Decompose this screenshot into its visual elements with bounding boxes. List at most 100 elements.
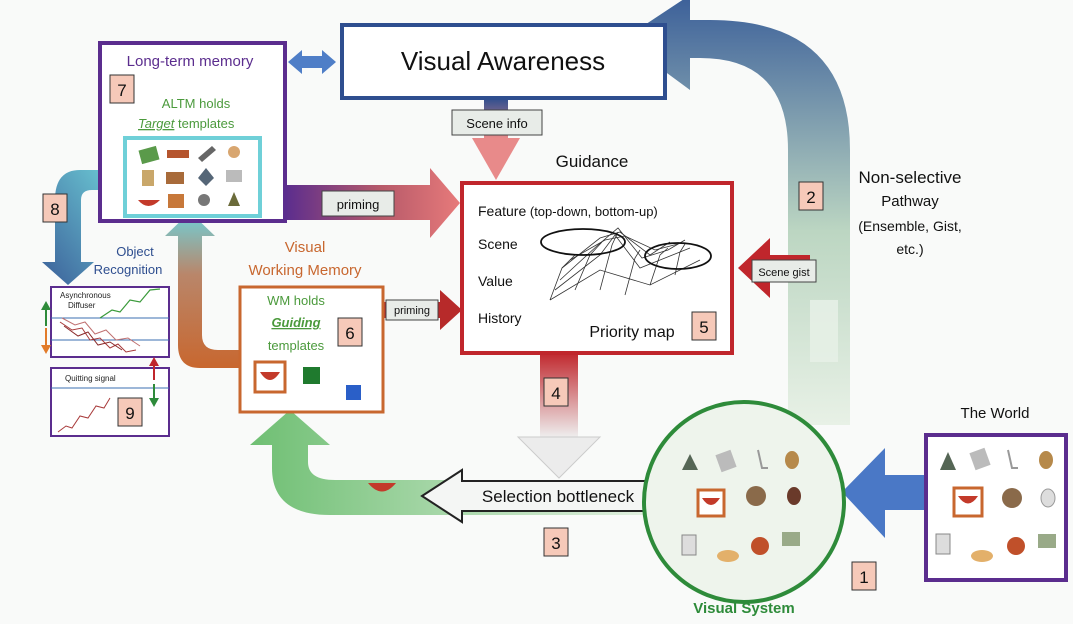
visual-system-objects [681, 449, 801, 562]
target-template-thumbnails [138, 145, 242, 208]
thumb-jar [142, 170, 154, 186]
scene-gist-label: Scene gist [758, 267, 809, 279]
altm-target-word: Target [138, 116, 176, 131]
object-recognition-line1: Object [116, 244, 154, 259]
visual-awareness-box [340, 23, 667, 100]
diffuser-trace-red-1 [59, 321, 137, 353]
vs-object-bird [682, 454, 698, 470]
thumb-ball [198, 194, 210, 206]
badge-6 [337, 317, 363, 347]
vs-object-plate [782, 532, 800, 546]
selected-watermelon [368, 483, 396, 492]
badge-7-label: 7 [117, 81, 126, 100]
non-selective-line3: (Ensemble, Gist, [858, 218, 961, 234]
world-object-figure [1039, 451, 1053, 469]
priming-tag-ltm-label: priming [337, 197, 380, 212]
visual-wm-line1: Visual [285, 239, 326, 256]
badge-8-label: 8 [50, 200, 59, 219]
badge-6-label: 6 [345, 324, 354, 343]
priming-tag-wm-label: priming [394, 305, 430, 317]
priority-map-surface [540, 227, 712, 301]
quitting-signal-label: Quitting signal [65, 374, 116, 383]
world-objects [935, 447, 1056, 562]
vs-object-jar [787, 487, 801, 505]
guidance-value: Value [478, 273, 513, 289]
visual-system-label: Visual System [693, 600, 794, 617]
world-object-jar [1040, 488, 1056, 508]
scene-gist-tag [751, 259, 817, 283]
wm-to-ltm-arrow [165, 212, 240, 368]
badge-3 [543, 527, 569, 557]
world-object-fruit [1007, 537, 1025, 555]
non-selective-pathway-arrow [622, 0, 850, 425]
world-to-visual-system-arrow [842, 448, 925, 538]
thumb-bird [198, 168, 214, 186]
non-selective-line4: etc.) [896, 241, 923, 257]
badge-9 [117, 397, 143, 427]
vs-object-fruit [751, 537, 769, 555]
diffuser-label-line1: Asynchronous [60, 291, 111, 300]
thumb-device [226, 170, 242, 182]
badge-9-label: 9 [125, 404, 134, 423]
world-object-plate [1038, 534, 1056, 548]
asynchronous-diffuser-panel [50, 286, 170, 358]
scene-info-label: Scene info [466, 116, 527, 131]
wm-holds-label: WM holds [267, 293, 325, 308]
badge-3-label: 3 [551, 534, 560, 553]
vs-object-tool [757, 449, 768, 469]
badge-5 [691, 311, 717, 341]
quitting-signal-panel [50, 367, 170, 437]
selection-bottleneck-label: Selection bottleneck [482, 487, 635, 506]
thumb-circuit-board [138, 145, 160, 165]
thumb-box [168, 194, 184, 208]
world-object-phone [935, 533, 951, 555]
visual-wm-line2: Working Memory [248, 262, 362, 279]
world-selected-frame [952, 486, 984, 518]
world-object-device [969, 447, 991, 471]
diffuser-trace-red-3 [63, 325, 123, 351]
badge-4 [543, 377, 569, 407]
quitting-trace [57, 397, 111, 433]
wm-template-green-square [303, 367, 320, 384]
guidance-feature: Feature [478, 203, 526, 219]
diffuser-label-line2: Diffuser [68, 301, 96, 310]
badge-7 [109, 74, 135, 104]
the-world-title: The World [961, 405, 1030, 422]
priming-tag-ltm [321, 190, 395, 217]
scene-info-tag [451, 109, 543, 136]
diffuser-trace-green [99, 288, 161, 319]
badge-1-label: 1 [859, 568, 868, 587]
thumb-tool [198, 146, 216, 162]
altm-templates-word: templates [174, 116, 234, 131]
wm-templates-label: templates [268, 338, 325, 353]
badge-2 [798, 181, 824, 211]
wm-template-watermelon [260, 372, 280, 380]
badge-4-label: 4 [551, 384, 560, 403]
guidance-history: History [478, 310, 522, 326]
guidance-scene: Scene [478, 236, 518, 252]
visual-system-circle [642, 400, 846, 604]
diffuser-trace-red-2 [61, 317, 141, 347]
thumb-basket [166, 172, 184, 184]
thumb-vase [228, 192, 240, 206]
visual-awareness-label: Visual Awareness [401, 46, 605, 76]
altm-holds-label: ALTM holds [162, 96, 231, 111]
vs-object-basket [746, 486, 766, 506]
wm-guiding-label: Guiding [271, 315, 320, 330]
thumb-figure [228, 146, 240, 158]
badge-8 [42, 193, 68, 223]
priority-map-label: Priority map [589, 324, 674, 341]
world-object-tool [1007, 449, 1018, 469]
guidance-title: Guidance [556, 152, 629, 171]
object-recognition-line2: Recognition [94, 262, 163, 277]
priming-tag-wm [385, 299, 439, 321]
world-object-bird [940, 452, 956, 470]
guidance-feature-detail: (top-down, bottom-up) [526, 204, 658, 219]
vs-object-figure [785, 451, 799, 469]
world-object-watermelon [958, 496, 978, 504]
non-selective-line2: Pathway [881, 193, 939, 210]
vs-object-device [715, 449, 737, 473]
badge-5-label: 5 [699, 318, 708, 337]
vs-object-bread [717, 550, 739, 562]
